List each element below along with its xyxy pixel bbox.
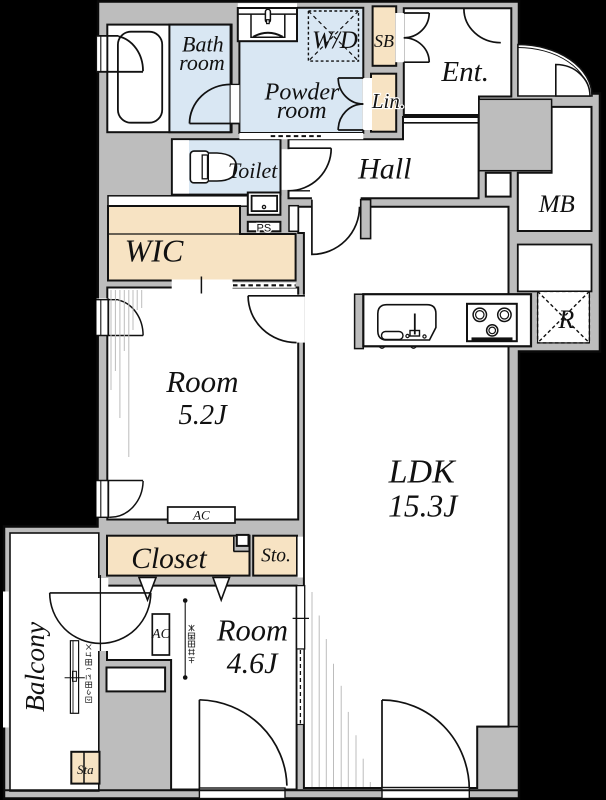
svg-text:Toilet: Toilet — [228, 158, 278, 183]
svg-text:Bath: Bath — [182, 31, 224, 56]
svg-text:MB: MB — [538, 191, 575, 218]
svg-text:AC: AC — [151, 627, 171, 642]
svg-text:AC: AC — [192, 508, 210, 523]
svg-text:Sta: Sta — [77, 762, 94, 777]
svg-text:5.2J: 5.2J — [179, 400, 229, 431]
svg-text:Sto.: Sto. — [261, 546, 291, 567]
svg-text:WIC: WIC — [125, 233, 184, 269]
svg-text:4.6J: 4.6J — [227, 647, 280, 680]
svg-text:W/D: W/D — [312, 27, 358, 54]
svg-text:room: room — [179, 50, 225, 75]
svg-text:LDK: LDK — [388, 453, 457, 490]
svg-text:SB: SB — [374, 31, 394, 51]
svg-text:Powder: Powder — [264, 80, 340, 106]
svg-text:Ent.: Ent. — [440, 56, 489, 88]
svg-text:Balcony: Balcony — [19, 621, 50, 712]
svg-text:Hall: Hall — [357, 152, 411, 185]
svg-text:15.3J: 15.3J — [388, 489, 459, 524]
svg-text:Closet: Closet — [131, 543, 207, 575]
svg-text:Room: Room — [216, 614, 288, 648]
svg-text:room: room — [277, 98, 327, 124]
svg-text:Room: Room — [165, 364, 238, 399]
svg-text:PS: PS — [257, 222, 272, 234]
svg-text:R: R — [557, 305, 574, 334]
svg-text:Lin.: Lin. — [371, 89, 405, 113]
